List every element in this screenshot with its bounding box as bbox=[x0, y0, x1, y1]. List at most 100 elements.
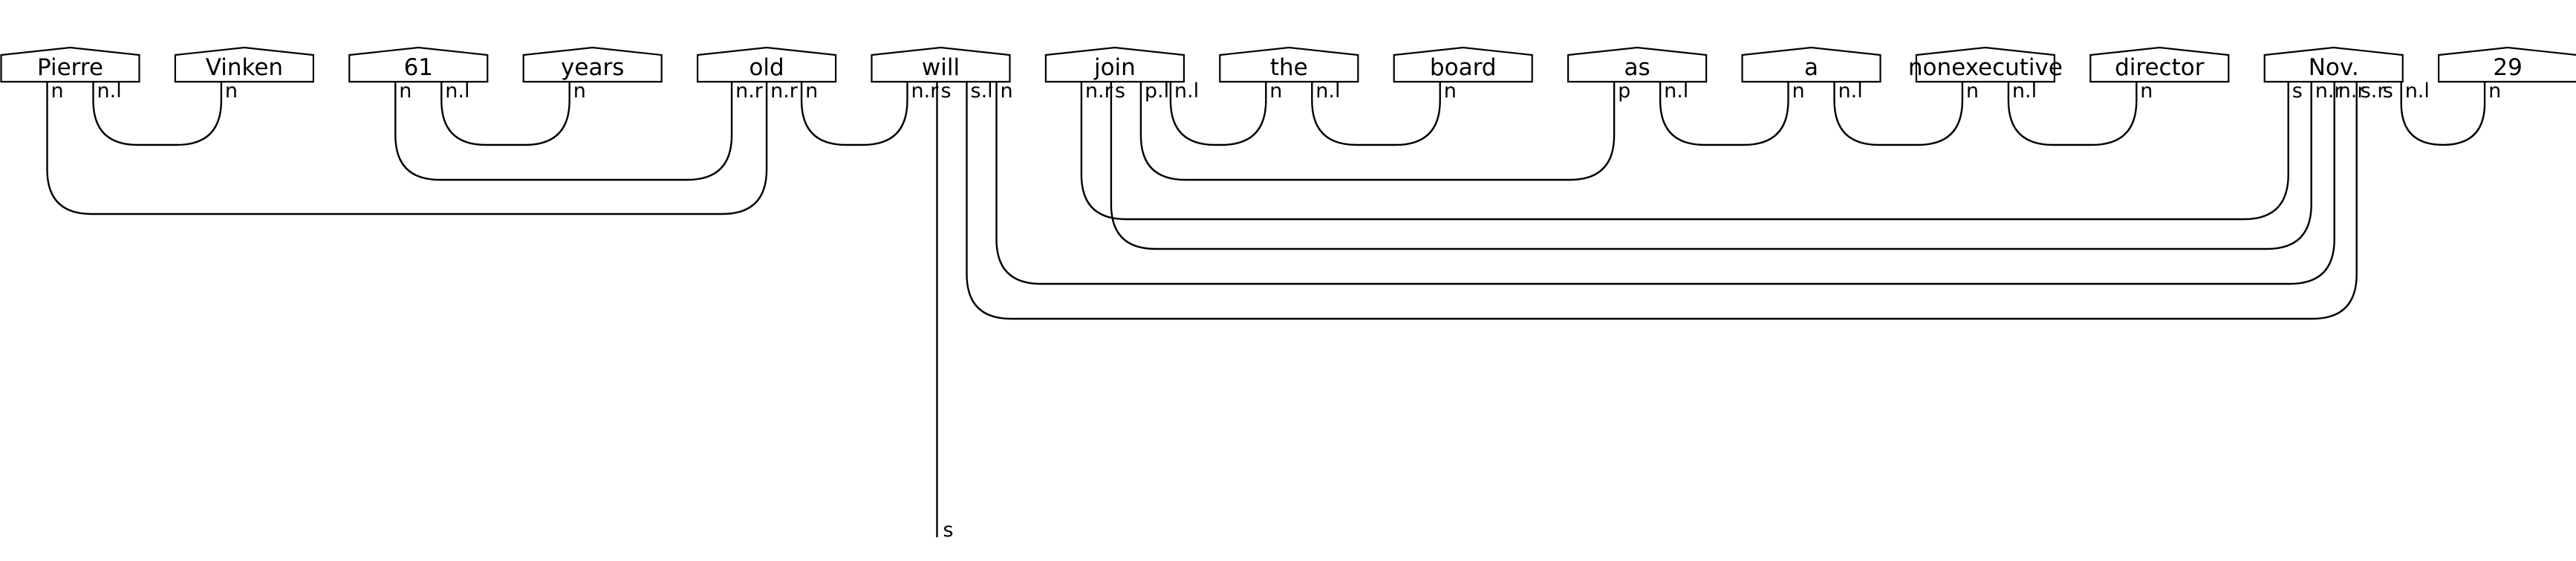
cup-wire bbox=[2007, 82, 2138, 146]
word-box-as: as bbox=[1567, 46, 1708, 83]
cup-wire bbox=[92, 82, 223, 146]
word-label: director bbox=[2115, 54, 2205, 81]
word-label: old bbox=[749, 54, 784, 81]
word-label: as bbox=[1624, 54, 1650, 81]
port-type-label: n.l bbox=[2012, 80, 2037, 103]
word-box-layer: Pierre Vinken 61 years old will join the board as… bbox=[0, 46, 2576, 83]
word-box-pierre: Pierre bbox=[0, 46, 140, 83]
word-box-shape bbox=[1393, 46, 1533, 83]
port-type-label: n.l bbox=[97, 80, 122, 103]
word-label: Vinken bbox=[206, 54, 283, 81]
cup-wire bbox=[1169, 82, 1267, 146]
port-type-label: p.l bbox=[1145, 80, 1169, 103]
cup-wire bbox=[995, 82, 2335, 285]
word-label: 61 bbox=[404, 54, 433, 81]
word-label: board bbox=[1430, 54, 1497, 81]
word-box-shape bbox=[871, 46, 1011, 83]
word-box-shape bbox=[1044, 46, 1185, 83]
word-label: nonexecutive bbox=[1908, 54, 2063, 81]
port-type-label: n bbox=[225, 80, 238, 103]
port-type-label: s.r bbox=[2361, 80, 2387, 103]
word-box-a: a bbox=[1741, 46, 1881, 83]
port-type-label: n bbox=[1792, 80, 1805, 103]
port-type-label: n bbox=[2488, 80, 2501, 103]
cup-wire bbox=[800, 82, 908, 146]
word-box-shape bbox=[1741, 46, 1881, 83]
port-type-label: n.r bbox=[1085, 80, 1113, 103]
cup-wire bbox=[46, 82, 768, 215]
word-box-vinken: Vinken bbox=[174, 46, 314, 83]
word-label: Nov. bbox=[2309, 54, 2359, 81]
word-box-shape bbox=[696, 46, 837, 83]
word-box-years: years bbox=[522, 46, 663, 83]
word-box-shape bbox=[2263, 46, 2404, 83]
port-type-label: n.l bbox=[1838, 80, 1863, 103]
port-type-label: n bbox=[1966, 80, 1979, 103]
word-label: the bbox=[1270, 54, 1308, 81]
port-type-label: n.l bbox=[1664, 80, 1688, 103]
word-box-shape bbox=[174, 46, 314, 83]
port-type-label: s.l bbox=[971, 80, 993, 103]
word-box-old: old bbox=[696, 46, 837, 83]
word-box-shape bbox=[348, 46, 489, 83]
word-label: Pierre bbox=[37, 54, 103, 81]
cup-wire bbox=[1659, 82, 1789, 146]
port-type-label: n bbox=[805, 80, 818, 103]
word-box-shape bbox=[0, 46, 140, 83]
port-type-label: n.r bbox=[770, 80, 799, 103]
port-type-label: n.l bbox=[1174, 80, 1199, 103]
cup-wire bbox=[1139, 82, 1616, 181]
cup-wire bbox=[440, 82, 570, 146]
port-type-label: n bbox=[51, 80, 64, 103]
word-box-will: will bbox=[871, 46, 1011, 83]
cup-wire bbox=[394, 82, 733, 181]
word-box-director: director bbox=[2089, 46, 2230, 83]
word-box-29: 29 bbox=[2438, 46, 2576, 83]
port-type-label: n bbox=[1269, 80, 1282, 103]
port-type-label: n bbox=[573, 80, 586, 103]
port-type-label: p bbox=[1618, 80, 1630, 103]
word-label: will bbox=[922, 54, 960, 81]
output-type-label: s bbox=[943, 519, 954, 542]
word-box-nov: Nov. bbox=[2263, 46, 2404, 83]
port-type-label: n.l bbox=[1315, 80, 1340, 103]
word-box-shape bbox=[1219, 46, 1359, 83]
cup-wire bbox=[1080, 82, 2289, 221]
word-box-the: the bbox=[1219, 46, 1359, 83]
word-box-shape bbox=[1567, 46, 1708, 83]
cup-wire bbox=[1110, 82, 2312, 250]
port-type-label: s bbox=[2292, 80, 2303, 103]
cup-wire bbox=[1833, 82, 1964, 146]
wire-layer bbox=[46, 82, 2486, 537]
port-type-label: n.l bbox=[445, 80, 469, 103]
cup-wire bbox=[2400, 82, 2486, 146]
port-type-label: s bbox=[2383, 80, 2393, 103]
word-box-nonexecutive: nonexecutive bbox=[1908, 46, 2063, 83]
port-type-label: n.l bbox=[2405, 80, 2430, 103]
port-type-label: s bbox=[1115, 80, 1125, 103]
port-type-label: n bbox=[1444, 80, 1457, 103]
word-box-board: board bbox=[1393, 46, 1533, 83]
word-label: a bbox=[1804, 54, 1818, 81]
word-box-join: join bbox=[1044, 46, 1185, 83]
port-type-label: n bbox=[1001, 80, 1013, 103]
word-label: join bbox=[1093, 54, 1136, 81]
word-label: years bbox=[561, 54, 624, 81]
word-label: 29 bbox=[2493, 54, 2522, 81]
word-box-shape bbox=[1915, 46, 2055, 83]
port-type-label: s bbox=[941, 80, 952, 103]
port-type-label: n.r bbox=[2315, 80, 2344, 103]
word-box-shape bbox=[2438, 46, 2576, 83]
port-type-label: n.r bbox=[911, 80, 940, 103]
cup-wire bbox=[966, 82, 2358, 320]
port-type-label: n.r bbox=[735, 80, 764, 103]
word-box-shape bbox=[522, 46, 663, 83]
word-box-61: 61 bbox=[348, 46, 489, 83]
cup-wire bbox=[1311, 82, 1441, 146]
word-box-shape bbox=[2089, 46, 2230, 83]
port-type-label: n bbox=[399, 80, 412, 103]
port-type-label: n.r bbox=[2338, 80, 2367, 103]
port-type-label: n bbox=[2140, 80, 2153, 103]
